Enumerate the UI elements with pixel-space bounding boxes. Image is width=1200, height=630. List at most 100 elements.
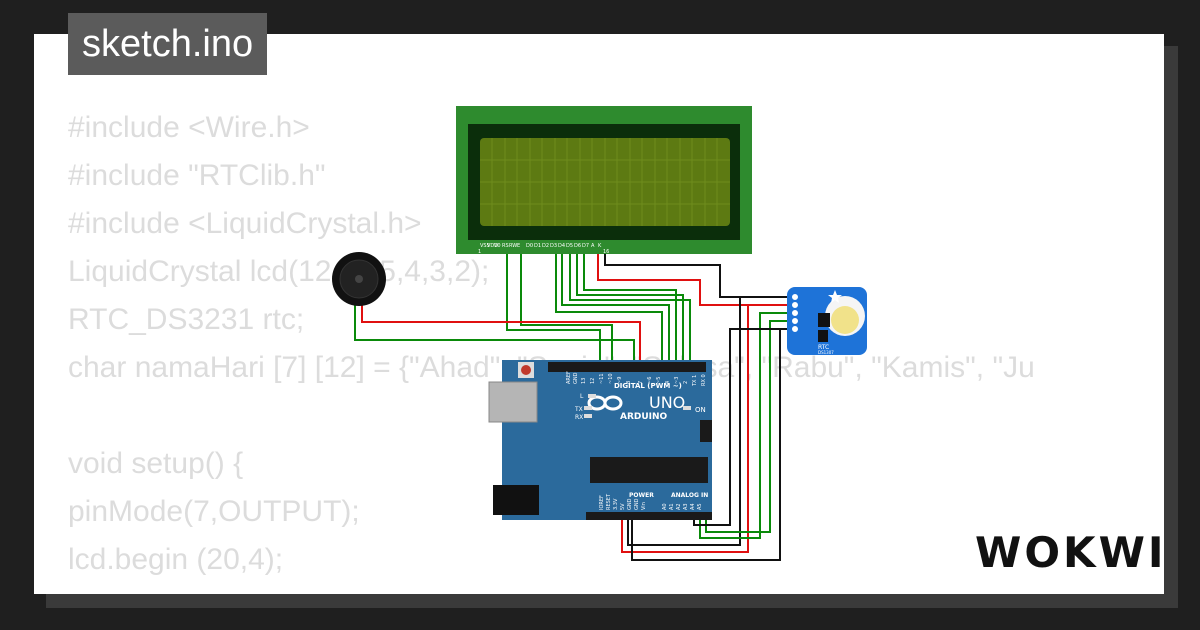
- lcd-pin-label: D5: [566, 243, 573, 249]
- analog-pin-label: A3: [683, 503, 689, 510]
- lcd-pin-label: D6: [574, 243, 581, 249]
- rtc-sublabel: DS1307: [818, 350, 834, 355]
- wire-lcd-a: [597, 252, 795, 306]
- icsp-header: [700, 420, 712, 442]
- digital-pin-label: ~3: [674, 377, 680, 384]
- digital-pin-labels: 13 12 ~11 ~10 ~9 8 7 ~6 ~5 4 ~3 2 TX 1 R…: [581, 373, 707, 387]
- status-leds: [584, 394, 691, 418]
- code-line: #include "RTClib.h": [68, 159, 326, 192]
- lcd-pin-label: D4: [558, 243, 565, 249]
- wire-lcd-extra: [555, 252, 663, 360]
- code-line: #include <Wire.h>: [68, 111, 310, 144]
- lcd-pin-labels: VSS VDD V0 RS RW E D0 D1 D2 D3 D4 D5 D6 …: [478, 243, 609, 255]
- wire-gnd-return: [631, 329, 781, 561]
- brand-label: ARDUINO: [620, 412, 668, 422]
- rtc-label: RTC: [818, 344, 829, 351]
- rtc-pin[interactable]: [791, 301, 799, 309]
- rtc-pin[interactable]: [791, 325, 799, 333]
- wire-lcd-d4: [569, 252, 691, 360]
- code-line: lcd.begin (20,4);: [68, 543, 284, 576]
- sketch-title: sketch.ino: [68, 13, 268, 75]
- lcd-pin-label: VDD: [487, 243, 498, 249]
- digital-pin-label: ~9: [617, 377, 623, 384]
- l-label: L: [580, 393, 584, 400]
- lcd-pin-label: D3: [550, 243, 557, 249]
- lcd-pin-label: K: [598, 243, 602, 249]
- lcd-pin-label: RW: [509, 243, 517, 249]
- arduino-infinity-logo: [587, 395, 623, 411]
- aref-label: AREF: [566, 371, 572, 384]
- wokwi-logo: WOKWI: [975, 528, 1167, 577]
- on-label: ON: [695, 406, 706, 414]
- lcd-pin-label: VSS: [480, 243, 490, 249]
- digital-label: DIGITAL (PWM ~): [614, 382, 682, 390]
- code-line: pinMode(7,OUTPUT);: [68, 495, 360, 528]
- adafruit-star-icon: [828, 290, 842, 303]
- rtc-chip: [818, 313, 830, 327]
- arduino-labels: DIGITAL (PWM ~) ARDUINO UNO ON L TX RX P…: [566, 371, 708, 499]
- code-line: rtc.begin();: [68, 584, 1164, 594]
- lcd-pin-label: D7: [582, 243, 589, 249]
- rx-label: RX: [575, 414, 583, 421]
- analog-pin-label: A0: [662, 503, 668, 510]
- analog-pin-label: A2: [676, 503, 682, 510]
- lcd-pin-label: D2: [542, 243, 549, 249]
- lcd-pin-label: D0: [526, 243, 533, 249]
- power-pin-label: GND: [627, 498, 633, 510]
- tx-label: TX: [574, 406, 583, 413]
- rtc-pin[interactable]: [791, 317, 799, 325]
- digital-pin-label: 8: [626, 381, 632, 384]
- digital-pin-label: ~5: [656, 377, 662, 384]
- code-line: void setup() {: [68, 447, 244, 480]
- power-pin-label: Vin: [641, 502, 647, 510]
- digital-pin-label: ~11: [599, 373, 605, 384]
- wire-rtc-sda: [699, 312, 795, 539]
- wire-lcd-rs: [506, 252, 601, 360]
- analog-pin-label: A4: [690, 503, 696, 510]
- rtc-pin[interactable]: [791, 293, 799, 301]
- digital-pin-label: 2: [683, 381, 689, 384]
- digital-pin-label: 7: [638, 381, 644, 384]
- digital-pin-label: TX 1: [692, 375, 698, 387]
- rtc-module[interactable]: RTC DS1307: [787, 287, 867, 355]
- lcd-char-grid: [480, 138, 730, 226]
- lcd-pin-label: RS: [502, 243, 509, 249]
- code-line: RTC_DS3231 rtc;: [68, 303, 305, 336]
- lcd-pin-label: D1: [534, 243, 541, 249]
- wire-rtc-gnd: [627, 296, 795, 546]
- atmega-chip: [590, 457, 708, 483]
- reset-button[interactable]: [521, 365, 531, 375]
- model-label: UNO: [649, 393, 685, 412]
- wire-lcd-e: [520, 252, 613, 360]
- rtc-pin[interactable]: [791, 309, 799, 317]
- power-pin-label: GND: [634, 498, 640, 510]
- digital-pin-label: 4: [665, 381, 671, 384]
- analog-label: ANALOG IN: [671, 492, 708, 499]
- rtc-crystal: [818, 330, 828, 342]
- wire-rtc-sqw: [693, 328, 795, 526]
- power-analog-header: [586, 512, 712, 520]
- analog-pin-label: A5: [697, 503, 703, 510]
- digital-header: [548, 362, 706, 372]
- power-pin-label: 3.3V: [613, 498, 619, 510]
- buzzer[interactable]: [332, 252, 386, 306]
- wire-lcd-d7: [561, 252, 670, 360]
- analog-pin-label: A1: [669, 503, 675, 510]
- lcd-pin-first: 1: [478, 249, 481, 255]
- wire-lcd-d5: [576, 252, 684, 360]
- lcd-pin-last: 16: [603, 249, 609, 255]
- digital-pin-label: 12: [590, 378, 596, 384]
- rtc-battery: [831, 306, 859, 334]
- power-pin-labels: IOREF RESET 3.3V 5V GND GND Vin A0 A1 A2…: [599, 493, 703, 510]
- wire-rtc-scl: [705, 320, 795, 533]
- wires: [354, 252, 795, 561]
- wire-lcd-d6: [583, 252, 677, 360]
- power-pin-label: IOREF: [599, 495, 605, 510]
- lcd-module[interactable]: VSS VDD V0 RS RW E D0 D1 D2 D3 D4 D5 D6 …: [456, 106, 752, 255]
- power-jack: [493, 485, 539, 515]
- lcd-pin-label: V0: [494, 243, 501, 249]
- rtc-pins: [791, 293, 799, 333]
- arduino-uno[interactable]: DIGITAL (PWM ~) ARDUINO UNO ON L TX RX P…: [488, 360, 712, 520]
- power-pin-label: 5V: [620, 503, 626, 510]
